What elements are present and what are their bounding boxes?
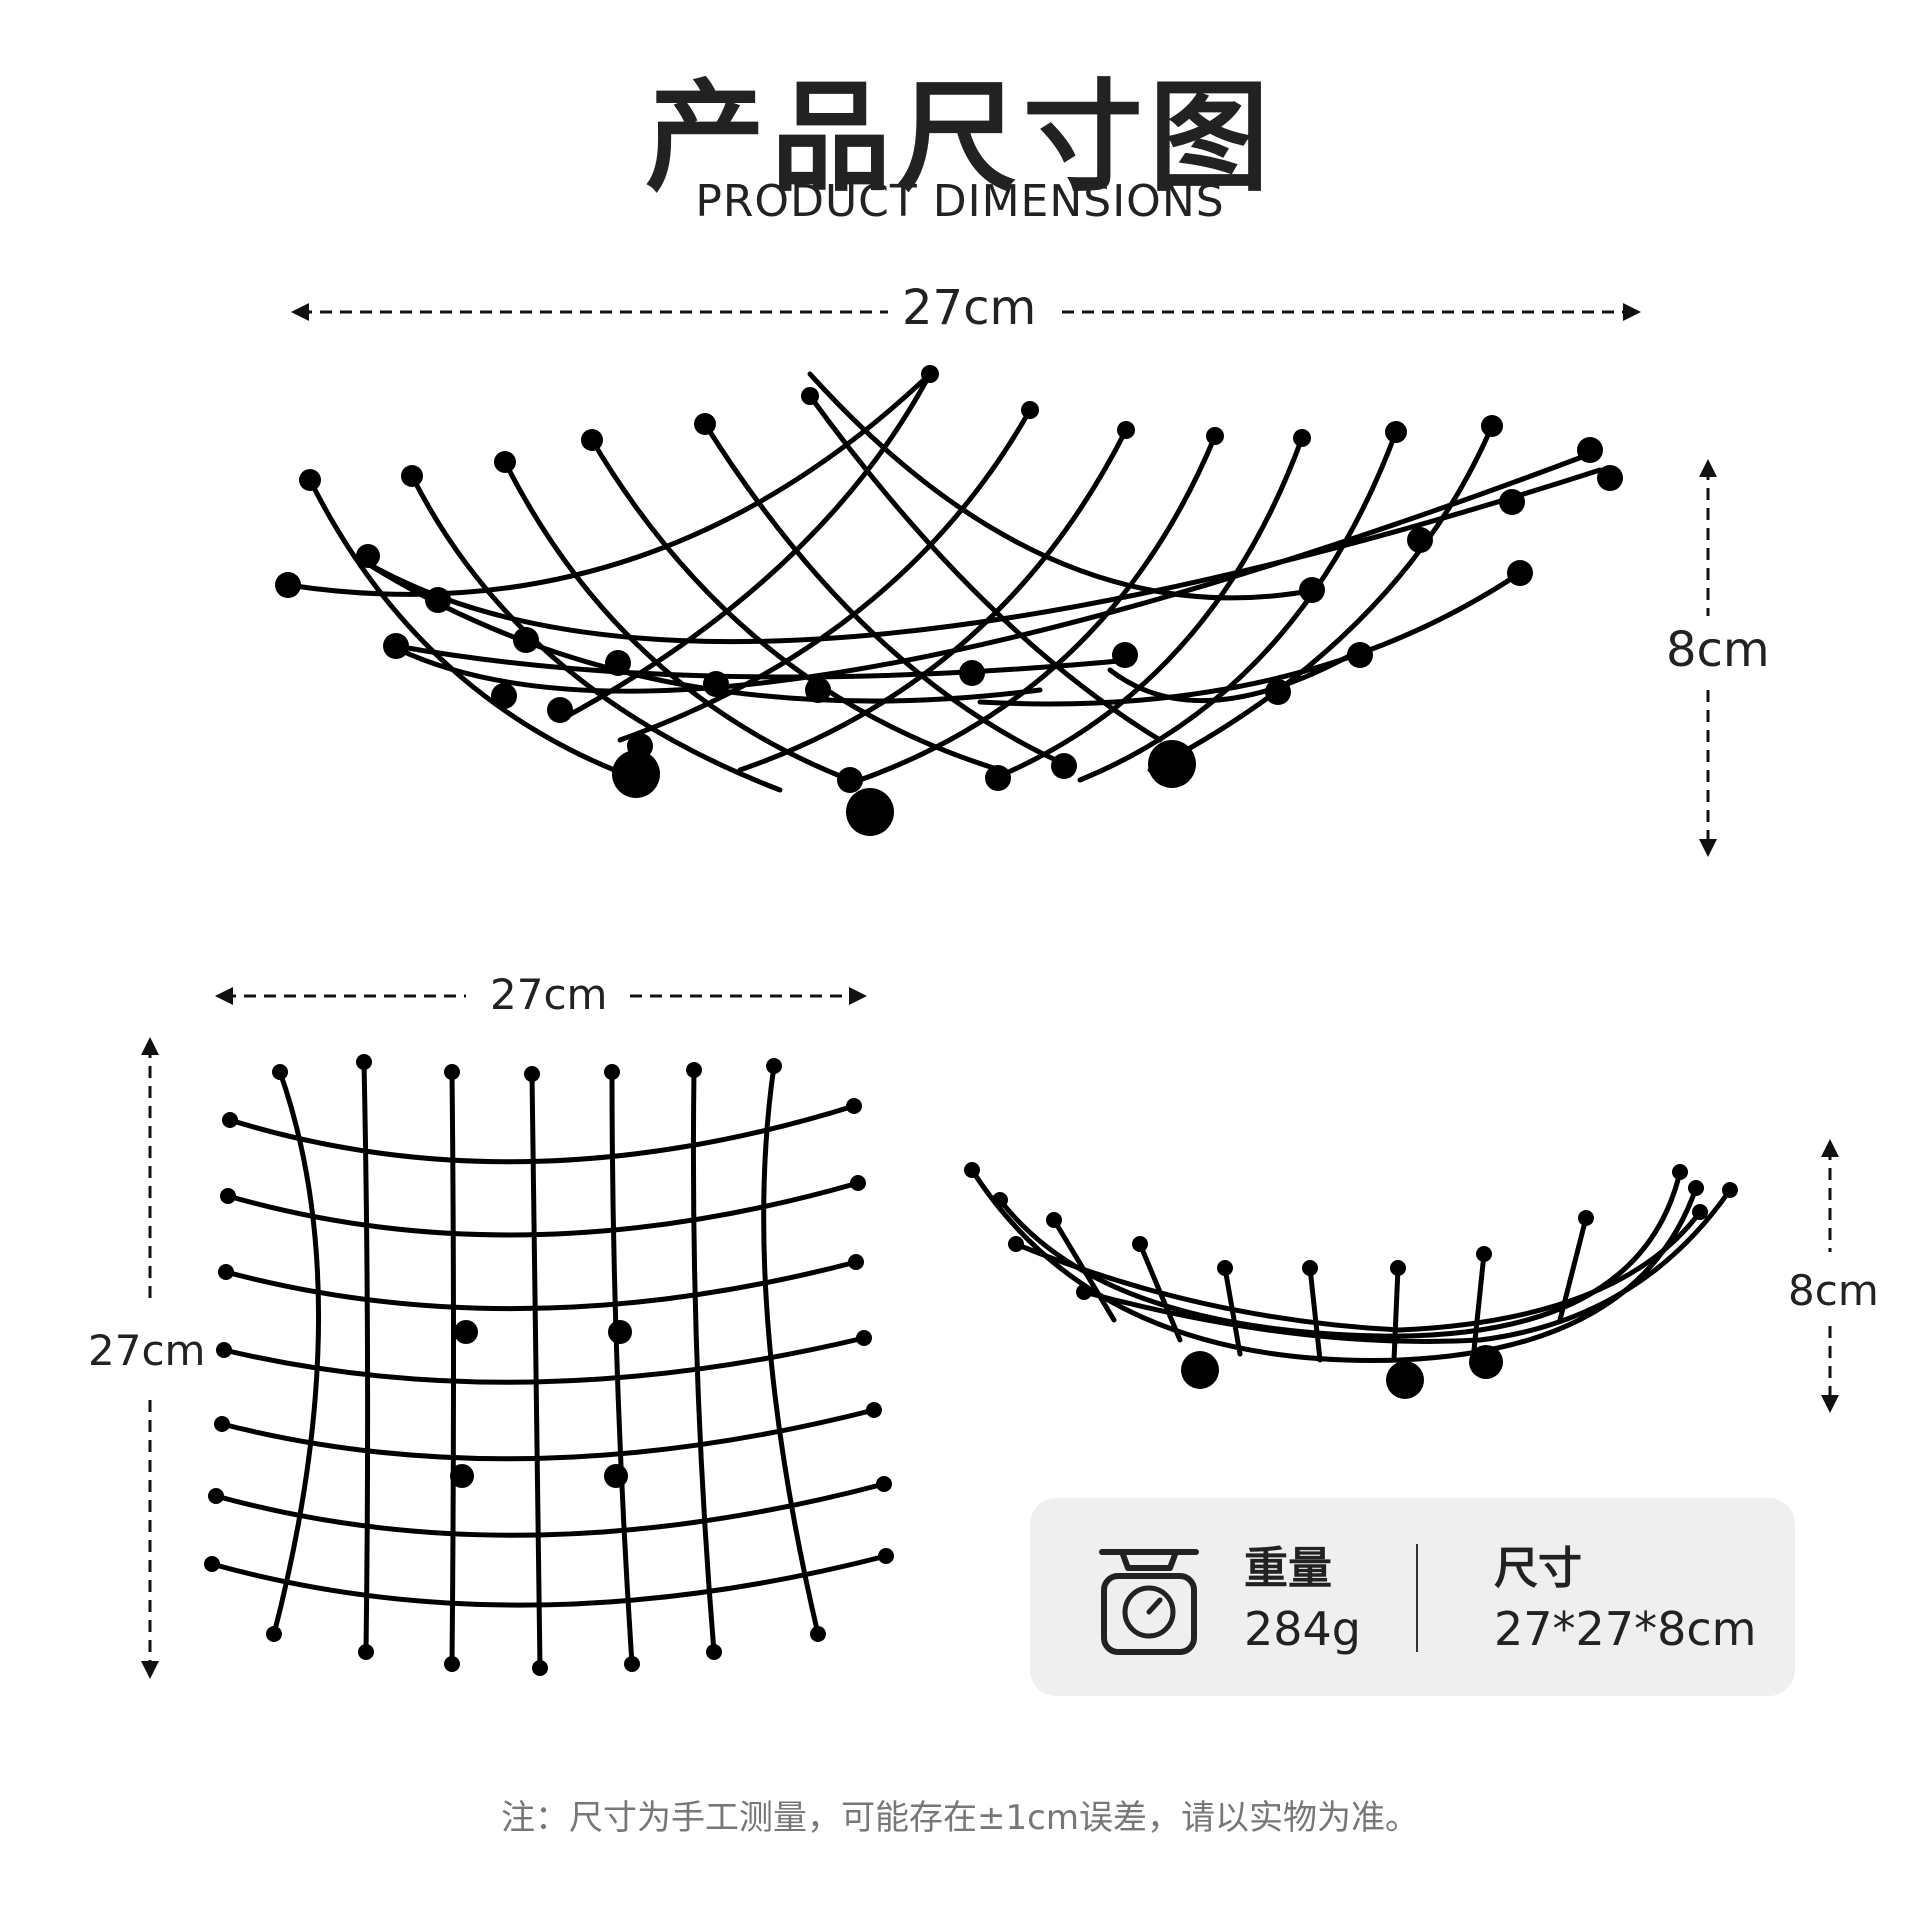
basket-side-view-bead-ends <box>964 1162 1738 1399</box>
page-subtitle: PRODUCT DIMENSIONS <box>695 176 1225 227</box>
weight-value: 284g <box>1244 1602 1361 1656</box>
main-view-width-label: 27cm <box>892 280 1047 336</box>
page-title: 产品尺寸图 <box>645 69 1275 208</box>
specs-panel: 重量 284g 尺寸 27*27*8cm <box>1030 1498 1795 1696</box>
size-label: 尺寸 <box>1494 1543 1582 1594</box>
top-view-width-label: 27cm <box>480 970 618 1019</box>
side-view-height-label: 8cm <box>1778 1266 1889 1315</box>
basket-perspective-view <box>285 371 1603 793</box>
measurement-note: 注：尺寸为手工测量，可能存在±1cm误差，请以实物为准。 <box>501 1798 1419 1838</box>
basket-top-view <box>209 1059 889 1671</box>
specs-divider <box>1416 1544 1418 1652</box>
basket-top-view-bead-ends <box>204 1054 894 1676</box>
basket-side-view <box>969 1167 1733 1363</box>
weight-label: 重量 <box>1244 1543 1332 1594</box>
basket-perspective-bead-ends <box>275 365 1623 836</box>
top-view-depth-label: 27cm <box>78 1326 216 1375</box>
size-value: 27*27*8cm <box>1494 1602 1757 1656</box>
main-view-height-label: 8cm <box>1656 622 1780 678</box>
scale-icon <box>1099 1549 1199 1655</box>
